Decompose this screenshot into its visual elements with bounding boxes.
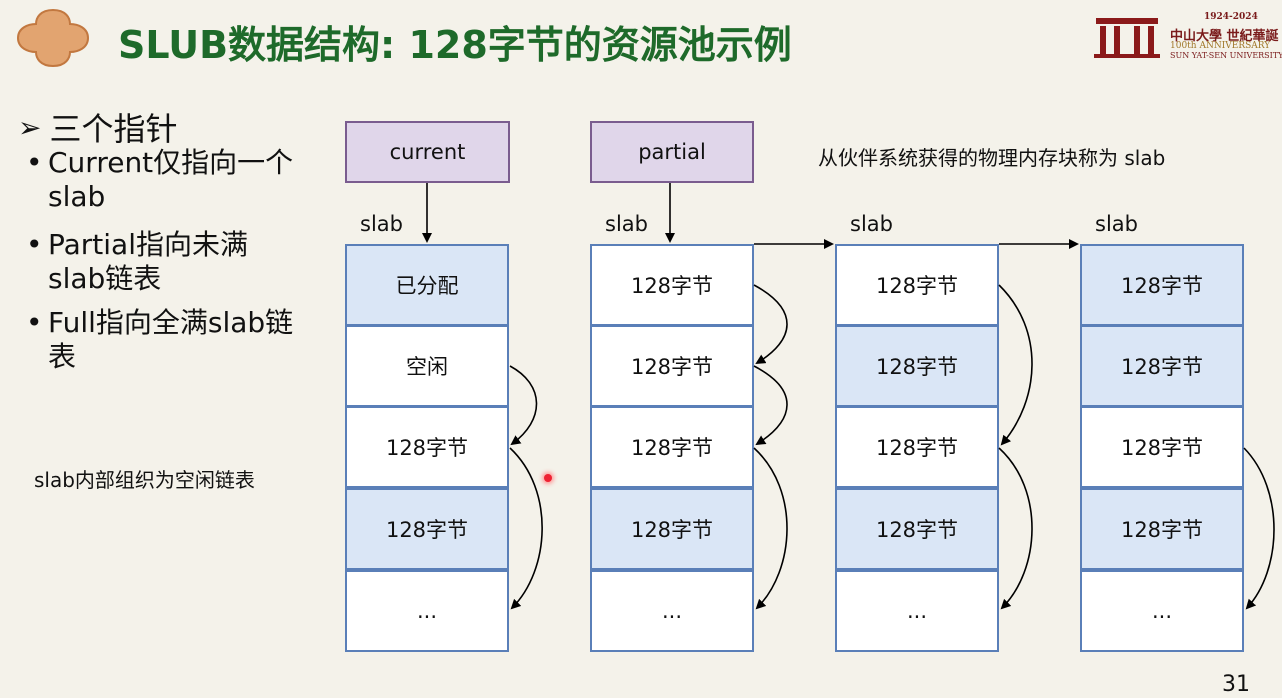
logo-cn-name: 中山大學 世紀華誕 [1170,29,1279,44]
slab3-cell-4: 128字节 [835,488,999,570]
bullet-item-text: Full指向全满slab链表 [48,306,294,373]
slab-label-4: slab [1095,212,1138,236]
slab1-cell-2: 空闲 [345,325,509,407]
freelist-arrow [998,284,1033,446]
slab-label-2: slab [605,212,648,236]
slab4-cell-5: ... [1080,570,1244,652]
dot-icon: • [26,146,43,179]
partial-pointer-box: partial [590,121,754,183]
freelist-arrow [753,284,788,365]
slab3-cell-2: 128字节 [835,325,999,407]
bullet-main: ➢ 三个指针 [18,104,177,150]
laser-pointer-dot [544,474,552,482]
slab4-cell-1: 128字节 [1080,244,1244,326]
slab2-cell-5: ... [590,570,754,652]
bullet-item-partial: •Partial指向未满slab链表 [26,228,298,296]
quatrefoil-logo-icon [16,8,90,68]
bullet-item-current: •Current仅指向一个slab [26,146,298,214]
bullet-item-full: •Full指向全满slab链表 [26,306,298,374]
bullet-item-text: Partial指向未满slab链表 [48,228,248,295]
logo-years: 1924-2024 [1204,12,1258,22]
university-logo: 1924-2024 中山大學 世紀華誕 100th ANNIVERSARY SU… [1094,12,1282,60]
slab4-cell-3: 128字节 [1080,406,1244,488]
slab1-cell-3: 128字节 [345,406,509,488]
freelist-arrow [753,365,788,446]
slab2-cell-3: 128字节 [590,406,754,488]
freelist-arrow [753,447,788,610]
logo-en-name: SUN YAT-SEN UNIVERSITY [1170,51,1282,60]
freelist-arrow [509,365,538,446]
slab-definition-note: 从伙伴系统获得的物理内存块称为 slab [818,146,1166,170]
bullet-item-text: Current仅指向一个slab [48,146,294,213]
bullet-list: ➢ 三个指针 [18,104,177,150]
dot-icon: • [26,228,43,261]
gate-icon [1094,18,1160,58]
freelist-arrow [509,447,543,610]
slab1-cell-1: 已分配 [345,244,509,326]
logo-anniversary: 100th ANNIVERSARY [1170,41,1271,51]
bullet-main-text: 三个指针 [49,110,178,148]
freelist-note: slab内部组织为空闲链表 [34,468,255,492]
slab-label-3: slab [850,212,893,236]
freelist-arrow [998,447,1033,610]
current-pointer-box: current [345,121,510,183]
slab4-cell-4: 128字节 [1080,488,1244,570]
page-title: SLUB数据结构: 128字节的资源池示例 [118,23,792,67]
page-number: 31 [1222,672,1250,697]
arrow-bullet-icon: ➢ [18,110,42,144]
slab3-cell-5: ... [835,570,999,652]
slab1-cell-5: ... [345,570,509,652]
slab1-cell-4: 128字节 [345,488,509,570]
slab2-cell-4: 128字节 [590,488,754,570]
dot-icon: • [26,306,43,339]
slab3-cell-1: 128字节 [835,244,999,326]
slab3-cell-3: 128字节 [835,406,999,488]
slab-label-1: slab [360,212,403,236]
freelist-arrow [1243,447,1275,610]
